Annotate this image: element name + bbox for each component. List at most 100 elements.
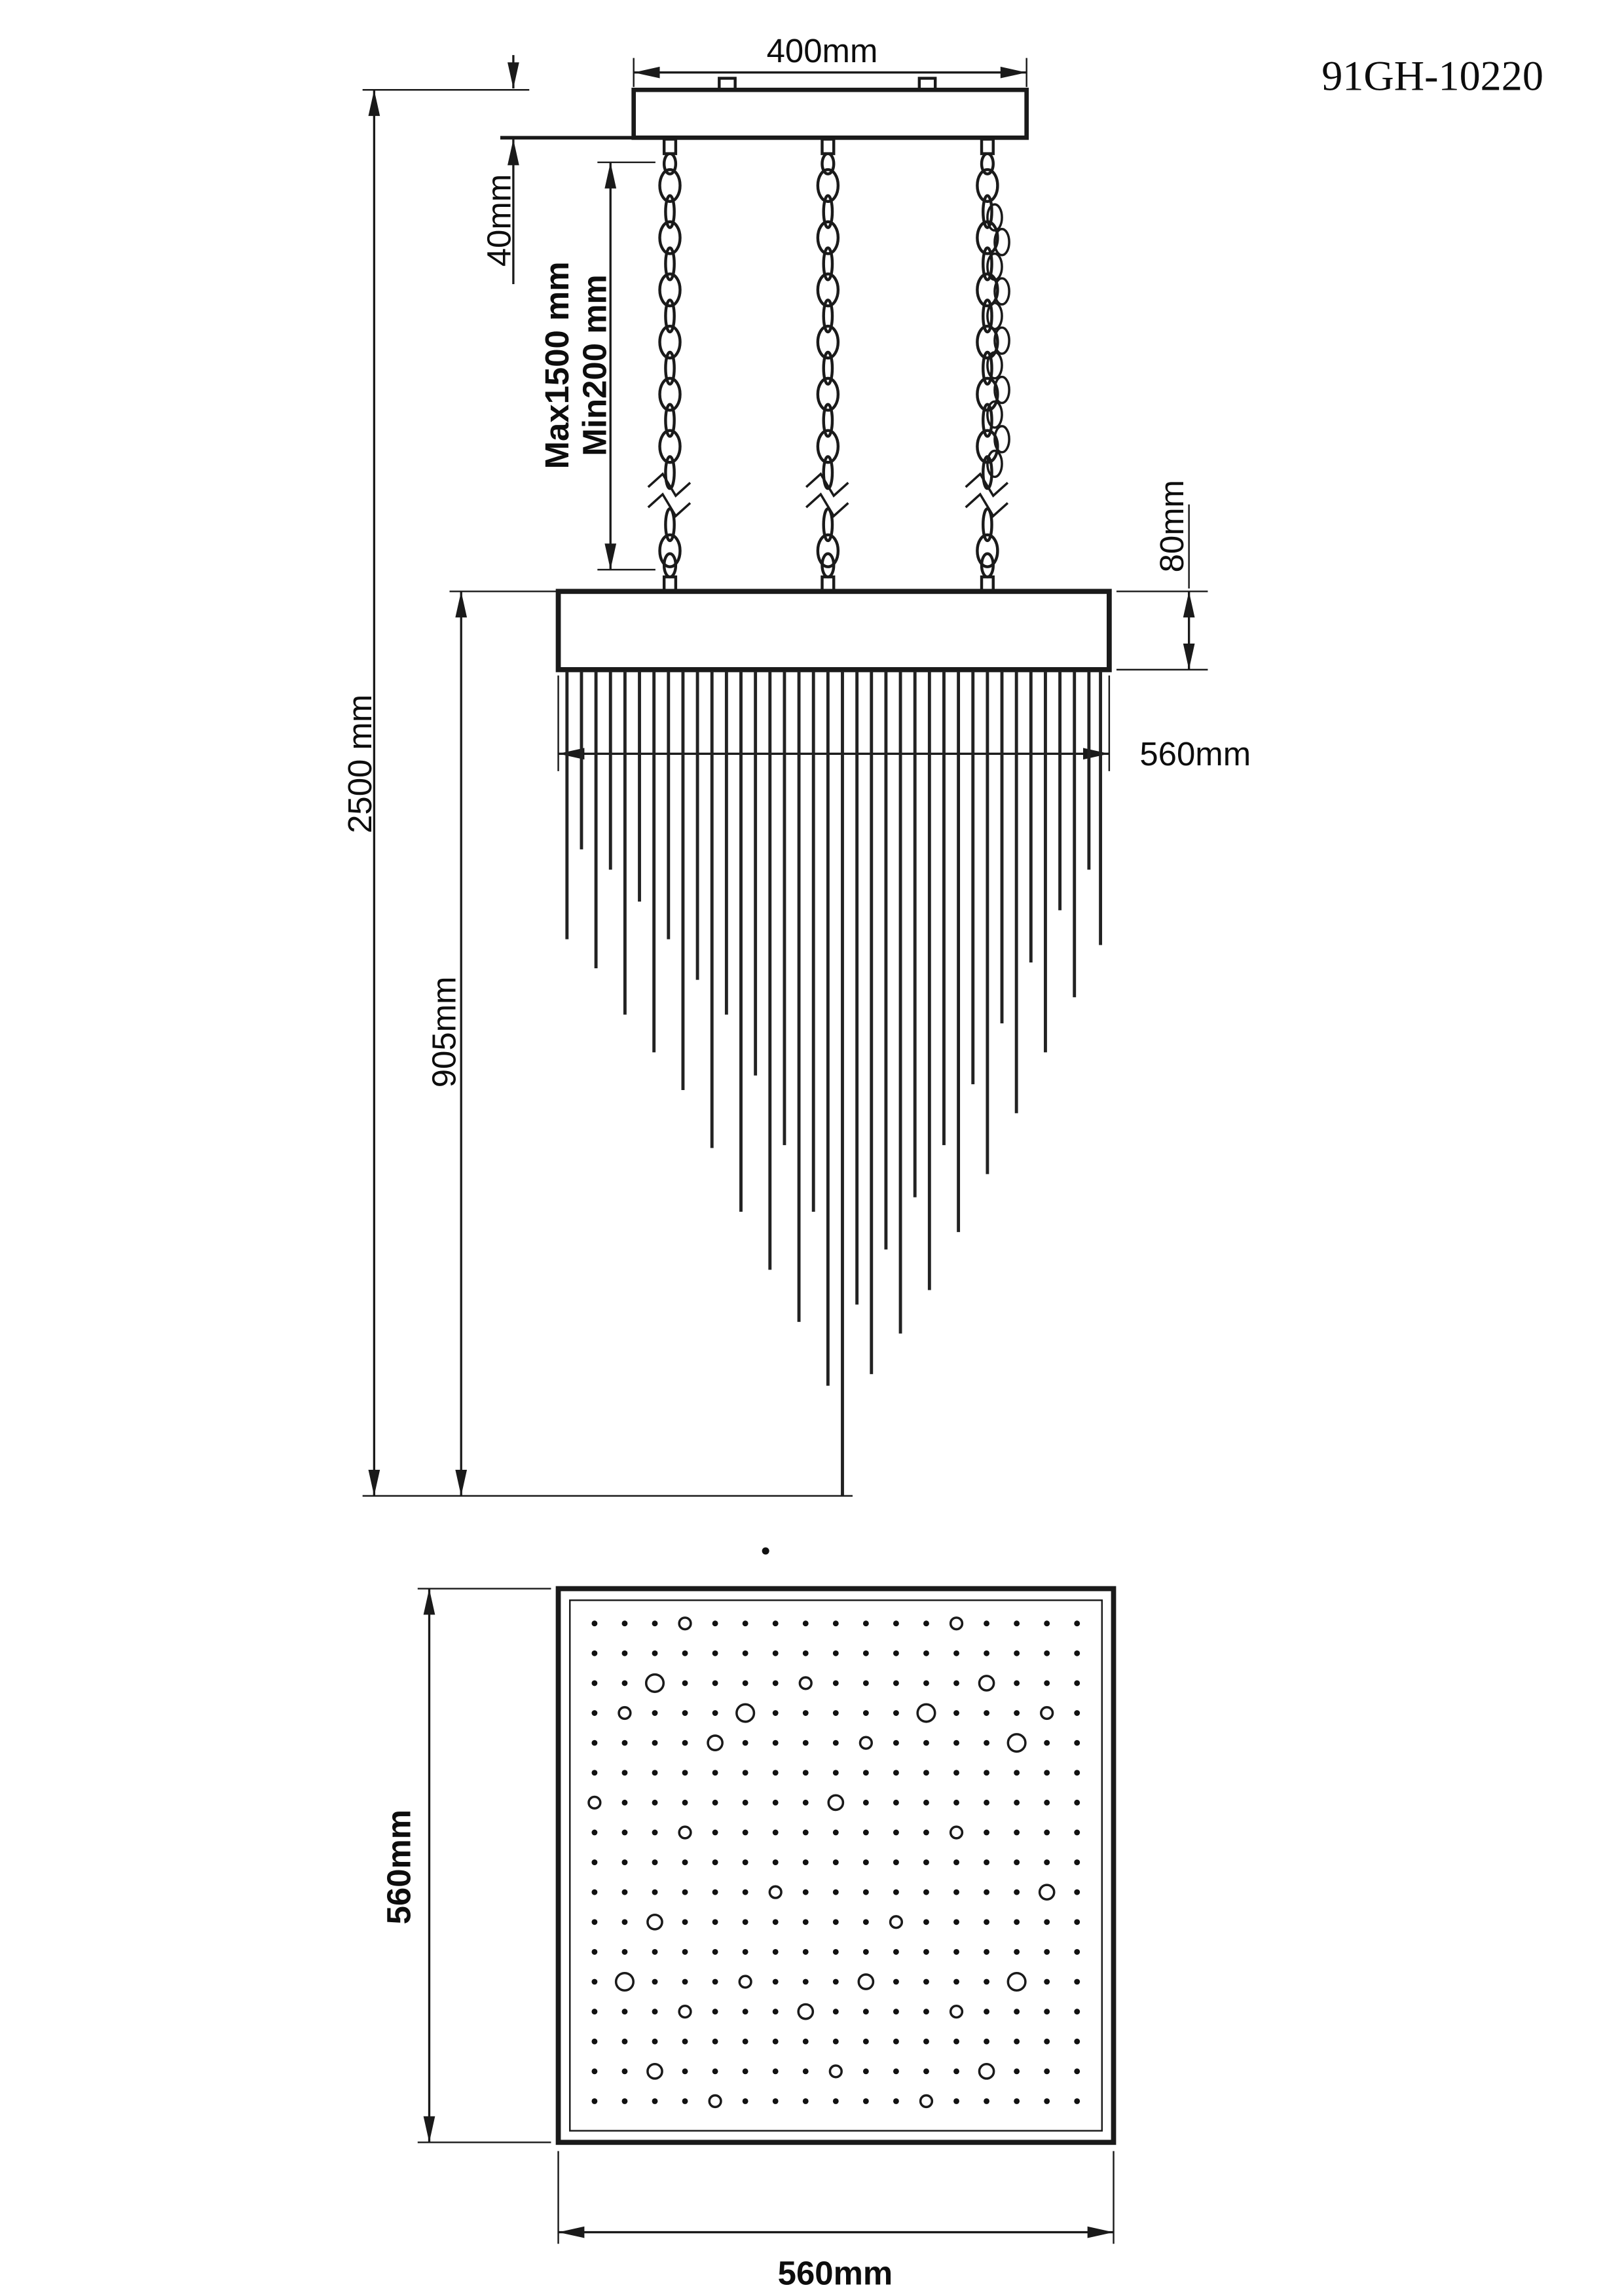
rod-position-dot [832, 1740, 839, 1746]
rod-position-dot [742, 2038, 748, 2045]
rod-position-dot [984, 1710, 989, 1716]
chain-link [976, 168, 999, 203]
chain-loop [821, 152, 836, 175]
dim-label-body-height: 80mm [1153, 480, 1190, 572]
rod-position-dot [1014, 1770, 1020, 1776]
rod-position-dot [742, 2068, 748, 2075]
rod-position-dot [862, 1799, 869, 1806]
rod-position-circle [618, 1705, 632, 1721]
chain-link [658, 220, 682, 255]
chain-link [982, 246, 993, 282]
rod-position-dot [591, 1620, 598, 1627]
rod-position-dot [1044, 1650, 1050, 1656]
rod-position-dot [984, 2009, 989, 2015]
rod-position-dot [1074, 1948, 1080, 1955]
chain-link-slack [993, 425, 1010, 454]
rod-position-dot [772, 2068, 779, 2075]
rod-position-dot [1014, 1680, 1020, 1686]
rod-position-dot [652, 1859, 658, 1865]
elevation-view: 2500 mm 905mm 400mm 40mm Max1500 mm Min2… [341, 32, 1251, 1555]
rod-position-dot [893, 1650, 899, 1656]
chain-link [664, 194, 676, 229]
rod-position-circle [646, 2062, 663, 2080]
rod-position-dot [621, 2068, 628, 2075]
rod-position-dot [1044, 2009, 1050, 2015]
rod-position-dot [802, 1919, 809, 1925]
chain-link-slack [986, 203, 1003, 232]
rod-position-dot [682, 1770, 688, 1776]
chain-connector [980, 137, 995, 155]
rod-position-dot [1044, 1680, 1050, 1686]
rod-position-dot [923, 1650, 929, 1656]
rod-position-dot [984, 1978, 989, 1985]
rod-position-dot [712, 1710, 718, 1716]
chain-link [816, 533, 840, 568]
rod-position-dot [712, 1650, 718, 1656]
chain-link [816, 324, 840, 360]
rod-position-dot [682, 1710, 688, 1716]
rod-position-dot [682, 1919, 688, 1925]
rod-position-dot [772, 1710, 779, 1716]
rod-position-circle [798, 1676, 813, 1690]
rod-position-dot [923, 1859, 929, 1865]
rod-position-circle [707, 1734, 724, 1751]
dim-label-plan-horizontal: 560mm [778, 2254, 893, 2291]
rod-position-dot [832, 1829, 839, 1836]
rod-position-dot [652, 1650, 658, 1656]
ceiling-canopy [631, 87, 1029, 140]
rod-position-dot [1014, 1620, 1020, 1627]
chain-link-slack [986, 400, 1003, 429]
rod-position-dot [923, 2009, 929, 2015]
chain-link [816, 376, 840, 412]
rod-position-dot [893, 1620, 899, 1627]
rod-position-dot [712, 1829, 718, 1836]
dim-label-chain-min: Min200 mm [576, 274, 614, 456]
rod-position-dot [682, 1740, 688, 1746]
rod-position-dot [832, 1620, 839, 1627]
rod-position-circle [678, 2004, 692, 2019]
plan-inner-outline [569, 1599, 1103, 2132]
plan-view: 560mm 560mm [380, 1586, 1116, 2291]
rod-position-dot [862, 1710, 869, 1716]
rod-position-dot [802, 1889, 809, 1895]
rod-position-circle [708, 2094, 722, 2109]
rod-position-dot [862, 1770, 869, 1776]
rod-position-dot [1044, 2038, 1050, 2045]
rod-position-dot [772, 1978, 779, 1985]
rod-position-dot [772, 1620, 779, 1627]
rod-position-dot [862, 1919, 869, 1925]
rod-position-circle [889, 1915, 904, 1929]
rod-position-dot [923, 1889, 929, 1895]
chain-link [664, 455, 676, 490]
rod-position-circle [978, 2062, 995, 2080]
rod-position-circle [1040, 1705, 1054, 1721]
rod-position-dot [1044, 1740, 1050, 1746]
rod-position-dot [832, 1680, 839, 1686]
rod-position-dot [621, 1859, 628, 1865]
rod-position-dot [742, 1680, 748, 1686]
rod-position-dot [862, 1620, 869, 1627]
rod-position-dot [652, 2098, 658, 2104]
chain-link [664, 246, 676, 282]
rod-position-dot [1044, 2098, 1050, 2104]
rod-position-dot [591, 1889, 598, 1895]
chain-link [816, 168, 840, 203]
chain-link [816, 220, 840, 255]
rod-position-dot [862, 1829, 869, 1836]
chain-link [822, 246, 834, 282]
rod-position-dot [802, 1650, 809, 1656]
chain-link-slack [993, 277, 1010, 306]
rod-position-dot [802, 1710, 809, 1716]
rod-position-dot [893, 1978, 899, 1985]
chain-link [822, 507, 834, 543]
rod-position-dot [682, 2068, 688, 2075]
rod-position-circle [646, 1913, 663, 1931]
rod-position-dot [621, 1948, 628, 1955]
rod-position-dot [621, 1740, 628, 1746]
rod-position-dot [984, 1859, 989, 1865]
rod-position-dot [953, 1889, 959, 1895]
rod-position-dot [893, 1829, 899, 1836]
rod-position-dot [953, 1859, 959, 1865]
rod-position-dot [1074, 2068, 1080, 2075]
